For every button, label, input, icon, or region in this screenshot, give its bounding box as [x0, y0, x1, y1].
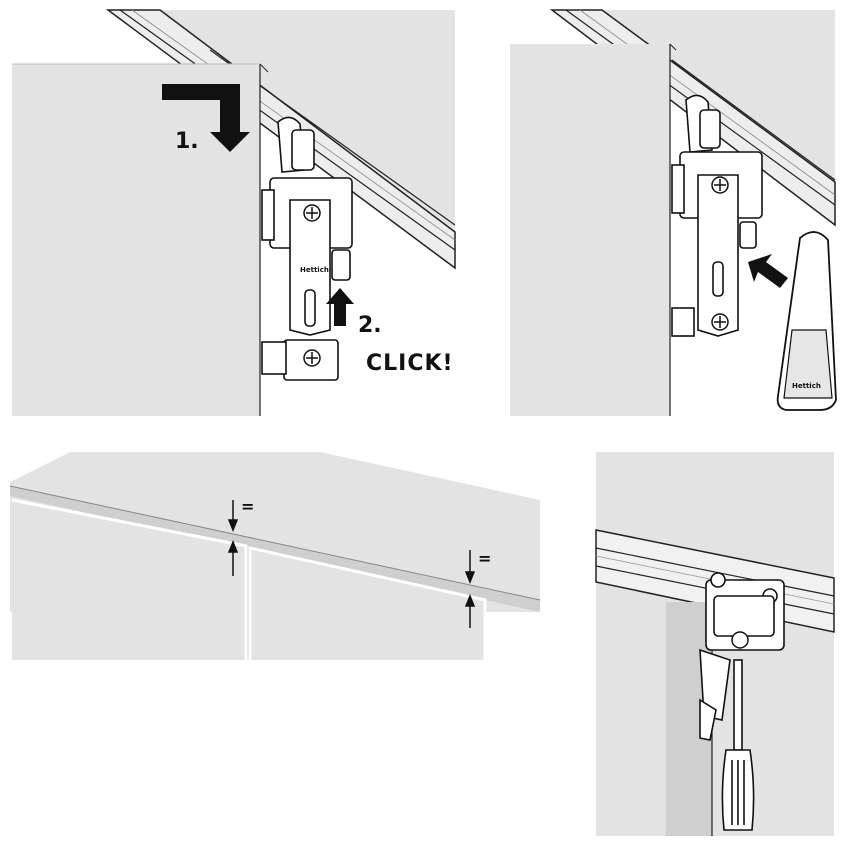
removal-tool-icon: Hettich	[776, 231, 837, 411]
panel-4-fitting	[699, 572, 785, 741]
click-label: CLICK!	[366, 351, 454, 376]
brand-label: Hettich	[300, 266, 329, 274]
panel-2-door	[510, 44, 670, 416]
panel-2-fitting	[671, 94, 763, 337]
panel-3-height-adjust: = =	[9, 452, 541, 660]
panel-1-attach-door: 1. Hettich 2. CLICK!	[12, 9, 456, 416]
gap-right-label: =	[478, 549, 491, 568]
panel-3-rail	[10, 486, 540, 612]
screw-icon	[711, 313, 729, 331]
screw-icon	[731, 631, 749, 649]
arrow-down-icon	[162, 84, 250, 152]
step-2-label: 2.	[358, 313, 382, 338]
step-1-label: 1.	[175, 129, 199, 154]
panel-1-door	[12, 64, 260, 416]
panel-3-door-right	[250, 548, 485, 660]
panel-4-screwdriver-adjust	[595, 452, 835, 836]
panel-2-release-tool: Hettich	[510, 9, 837, 416]
screwdriver-icon	[721, 659, 755, 831]
screw-icon	[303, 204, 321, 222]
brand-label: Hettich	[792, 382, 821, 390]
panel-3-door-left	[12, 500, 246, 660]
screw-icon	[303, 349, 321, 367]
dimension-arrow-icon	[227, 500, 239, 576]
screw-icon	[711, 176, 729, 194]
arrow-diagonal-icon	[748, 254, 788, 288]
gap-left-label: =	[241, 497, 254, 516]
dimension-arrow-icon	[464, 550, 476, 628]
arrow-up-icon	[326, 288, 354, 326]
